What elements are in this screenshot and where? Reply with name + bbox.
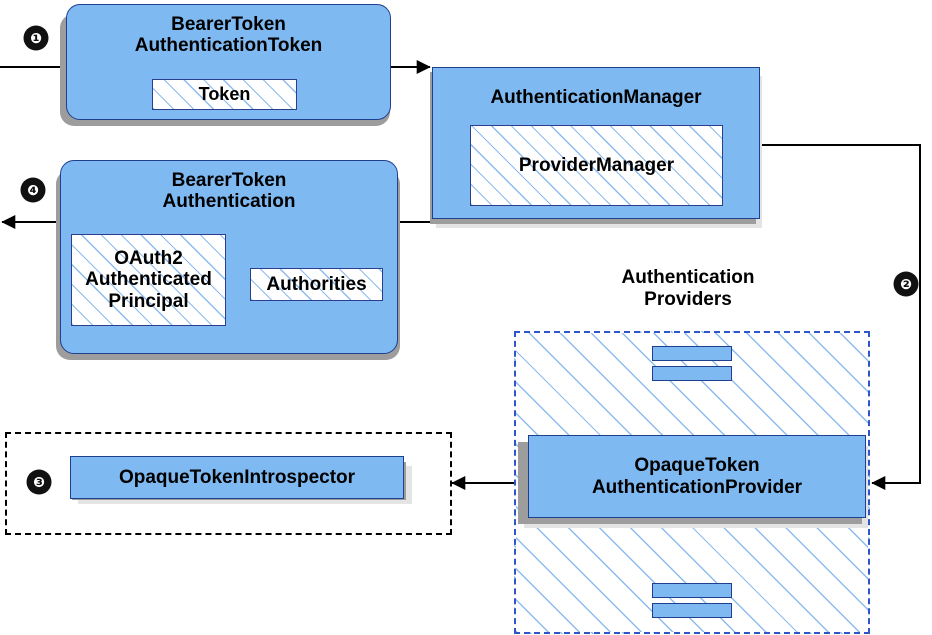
opaque-token-introspector-title: OpaqueTokenIntrospector bbox=[118, 466, 356, 488]
step-1-badge: ❶ bbox=[25, 27, 47, 49]
opaque-token-introspector-node[interactable]: OpaqueTokenIntrospector bbox=[70, 456, 404, 499]
oauth2-principal-line1: OAuth2 bbox=[114, 248, 183, 270]
token-label: Token bbox=[198, 84, 251, 105]
authentication-providers-label-line2: Providers bbox=[644, 288, 732, 310]
provider-manager-inner-box[interactable]: ProviderManager bbox=[470, 125, 723, 206]
provider-stack-bar-bottom-2 bbox=[652, 603, 732, 618]
step-2-badge: ❷ bbox=[895, 273, 917, 295]
oauth2-principal-line3: Principal bbox=[108, 290, 189, 312]
bearer-token-authentication-title-line1: BearerToken bbox=[171, 170, 287, 191]
bearer-token-authentication-title-line2: Authentication bbox=[162, 191, 296, 213]
authentication-manager-title: AuthenticationManager bbox=[490, 87, 702, 108]
opaque-token-authentication-provider-title-line1: OpaqueToken bbox=[634, 455, 760, 477]
authorities-label: Authorities bbox=[266, 273, 367, 295]
oauth2-authenticated-principal-box[interactable]: OAuth2 Authenticated Principal bbox=[71, 234, 226, 326]
token-inner-box[interactable]: Token bbox=[152, 79, 297, 110]
opaque-token-introspector-container bbox=[5, 432, 452, 535]
authentication-providers-label: Authentication Providers bbox=[568, 267, 808, 310]
opaque-token-authentication-provider-node[interactable]: OpaqueToken AuthenticationProvider bbox=[528, 435, 866, 518]
bearer-token-authentication-token-title-line2: AuthenticationToken bbox=[134, 35, 323, 57]
provider-stack-bar-top-1 bbox=[652, 346, 732, 361]
authentication-providers-label-line1: Authentication bbox=[621, 267, 755, 288]
bearer-token-authentication-token-title-line1: BearerToken bbox=[171, 14, 286, 35]
oauth2-principal-line2: Authenticated bbox=[85, 269, 212, 291]
provider-manager-label: ProviderManager bbox=[518, 154, 675, 176]
provider-stack-bar-bottom-1 bbox=[652, 583, 732, 598]
authorities-box[interactable]: Authorities bbox=[250, 268, 383, 301]
opaque-token-authentication-provider-title-line2: AuthenticationProvider bbox=[591, 476, 803, 498]
step-3-badge: ❸ bbox=[28, 471, 50, 493]
step-4-badge: ❹ bbox=[22, 179, 44, 201]
provider-stack-bar-top-2 bbox=[652, 366, 732, 381]
